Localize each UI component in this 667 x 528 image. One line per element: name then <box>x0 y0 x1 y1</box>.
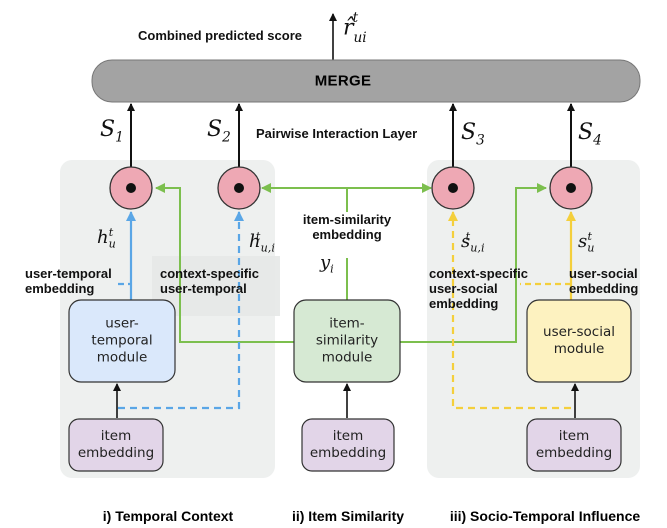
user-temporal-module <box>68 299 176 383</box>
interaction-node-4 <box>549 166 593 210</box>
user-social-module <box>526 299 632 383</box>
item-similarity-module <box>293 299 401 383</box>
item-similarity-routing <box>155 183 547 343</box>
caption-socio-temporal: iii) Socio-Temporal Influence <box>449 508 641 524</box>
caption-temporal-context: i) Temporal Context <box>102 508 234 524</box>
s4-label: S4 <box>578 120 602 149</box>
h-u-symbol: hut <box>97 226 116 251</box>
s2-label: S2 <box>207 117 231 146</box>
interaction-node-3 <box>431 166 475 210</box>
caption-item-similarity: ii) Item Similarity <box>291 508 405 524</box>
s3-label: S3 <box>461 120 485 149</box>
combined-score-title: Combined predicted score <box>138 28 302 43</box>
pairwise-interaction-layer-label: Pairwise Interaction Layer <box>256 126 418 141</box>
interaction-node-2 <box>217 166 261 210</box>
item-embedding-input-1 <box>68 418 164 472</box>
s-u-symbol: sut <box>578 230 595 255</box>
merge-label: MERGE <box>314 72 372 90</box>
y-i-symbol: yi <box>320 252 334 276</box>
merge-layer <box>91 59 641 103</box>
predicted-score-symbol: r̂uit <box>343 10 367 46</box>
h-ui-symbol: hu,it <box>249 230 275 255</box>
interaction-node-1 <box>109 166 153 210</box>
s-ui-symbol: su,it <box>461 230 485 255</box>
social-routing <box>448 211 576 410</box>
s1-label: S1 <box>100 117 124 146</box>
item-embedding-input-2 <box>301 418 395 472</box>
temporal-routing <box>118 211 244 410</box>
item-embedding-input-3 <box>526 418 622 472</box>
